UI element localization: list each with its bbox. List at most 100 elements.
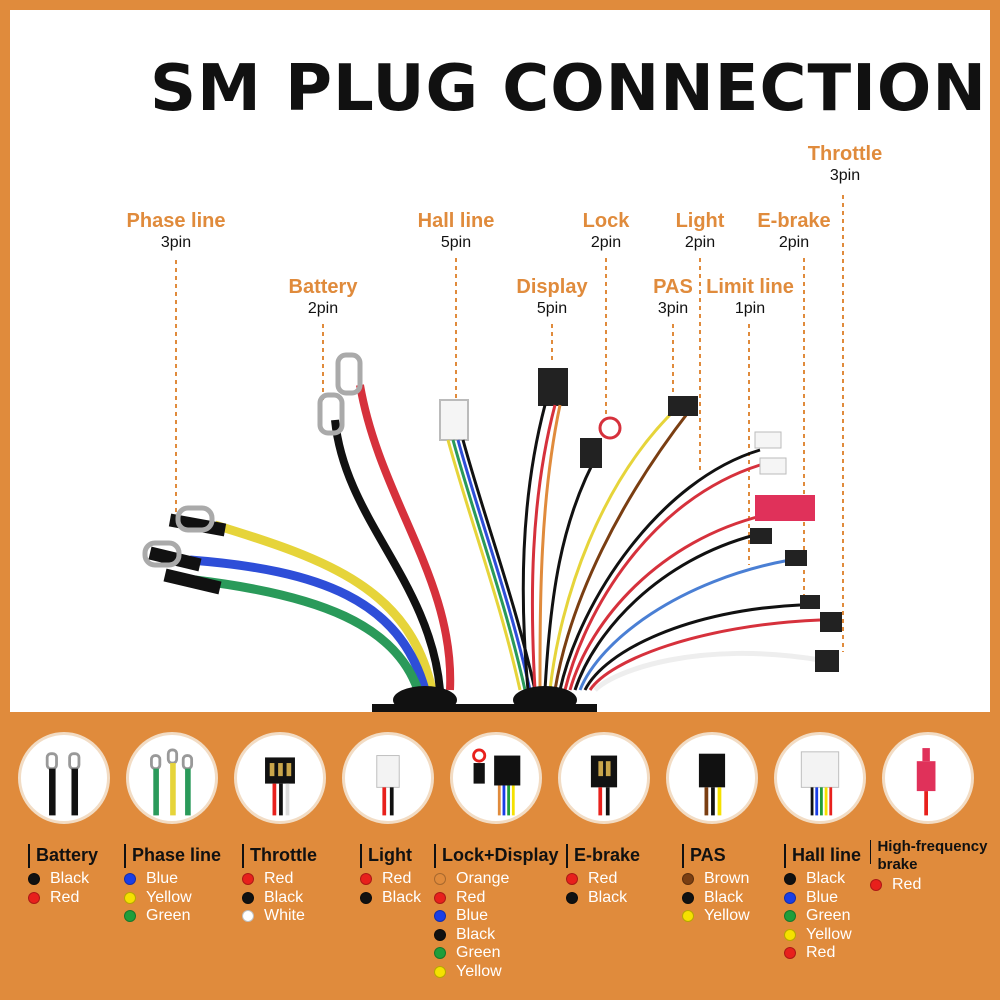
legend-item: Brown xyxy=(682,870,750,889)
legend-item-label: Red xyxy=(806,944,836,962)
legend-item: Red xyxy=(784,944,861,963)
color-dot-icon xyxy=(434,873,446,886)
legend-item-label: Red xyxy=(264,870,294,888)
callout-name: Lock xyxy=(582,210,630,232)
callout-pas: PAS 3pin xyxy=(653,276,693,320)
legend-item: Green xyxy=(784,907,861,926)
legend-item: Green xyxy=(434,944,559,963)
legend-item: Yellow xyxy=(434,963,559,982)
wiring-harness-illustration xyxy=(142,195,844,716)
color-dot-icon xyxy=(566,891,578,904)
legend-label: High-frequency brake xyxy=(877,838,988,873)
legend-label: Light xyxy=(368,845,412,865)
legend-label: Phase line xyxy=(132,845,222,865)
callout-name: E-brake xyxy=(757,210,831,232)
pas-connector-thumb xyxy=(666,732,758,824)
color-dot-icon xyxy=(682,891,694,904)
color-dot-icon xyxy=(242,891,254,904)
color-dot-icon xyxy=(242,910,254,923)
legend-item-label: Black xyxy=(456,925,496,943)
legend-item-label: Red xyxy=(50,888,80,906)
color-dot-icon xyxy=(566,873,578,886)
callout-pins: 2pin xyxy=(307,300,339,317)
legend-label: Battery xyxy=(36,845,99,865)
legend-item-label: Brown xyxy=(704,870,750,888)
color-dot-icon xyxy=(784,891,796,904)
callout-name: PAS xyxy=(653,276,693,298)
color-dot-icon xyxy=(784,947,796,960)
color-dot-icon xyxy=(28,873,40,886)
legend-item-label: Blue xyxy=(456,907,489,925)
legend-item: Yellow xyxy=(682,907,750,926)
callout-throttle: Throttle 3pin xyxy=(808,143,882,187)
legend-group-high-frequency-brake: High-frequency brake Red xyxy=(870,838,990,895)
legend-item-label: Yellow xyxy=(146,888,192,906)
callout-light: Light 2pin xyxy=(676,210,725,254)
color-dot-icon xyxy=(784,910,796,923)
callout-lock: Lock 2pin xyxy=(583,210,630,254)
legend-item: Red xyxy=(28,889,98,908)
color-dot-icon xyxy=(434,910,446,923)
legend-item-label: Red xyxy=(892,876,922,894)
color-dot-icon xyxy=(124,873,136,886)
legend-item-label: Green xyxy=(146,907,191,925)
legend-item-label: Yellow xyxy=(456,962,502,980)
legend-item-label: White xyxy=(264,907,305,925)
callout-pins: 3pin xyxy=(657,300,689,317)
color-dot-icon xyxy=(784,928,796,941)
callout-display: Display 5pin xyxy=(516,276,587,320)
color-dot-icon xyxy=(360,873,372,886)
callout-pins: 3pin xyxy=(829,167,861,184)
legend-item: Yellow xyxy=(124,889,221,908)
color-dot-icon xyxy=(682,910,694,923)
legend-item-label: Orange xyxy=(456,870,510,888)
color-dot-icon xyxy=(242,873,254,886)
color-dot-icon xyxy=(124,891,136,904)
page-title: SM PLUG CONNECTION xyxy=(150,52,987,126)
legend-label: Throttle xyxy=(250,845,317,865)
legend-item: Blue xyxy=(124,870,221,889)
color-dot-icon xyxy=(434,928,446,941)
legend-item-label: Black xyxy=(806,870,846,888)
legend-item-label: Yellow xyxy=(806,925,852,943)
legend-item: Black xyxy=(360,889,421,908)
legend-item-label: Black xyxy=(50,870,90,888)
legend-label: PAS xyxy=(690,845,726,865)
callout-name: Throttle xyxy=(807,143,883,165)
phase-line-connector-thumb xyxy=(126,732,218,824)
light-connector-thumb xyxy=(342,732,434,824)
legend-item-label: Red xyxy=(382,870,412,888)
legend-item: Black xyxy=(566,889,640,908)
color-dot-icon xyxy=(682,873,694,886)
legend-item: Black xyxy=(682,889,750,908)
e-brake-connector-thumb xyxy=(558,732,650,824)
color-dot-icon xyxy=(434,965,446,978)
hall-line-connector-thumb xyxy=(774,732,866,824)
legend-item: Black xyxy=(434,926,559,945)
callout-pins: 2pin xyxy=(590,234,622,251)
legend-item: Yellow xyxy=(784,926,861,945)
color-dot-icon xyxy=(434,891,446,904)
callout-pins: 1pin xyxy=(734,300,766,317)
callout-pins: 2pin xyxy=(778,234,810,251)
legend-item-label: Yellow xyxy=(704,907,750,925)
legend-item: Black xyxy=(242,889,317,908)
high-frequency-brake-connector-thumb xyxy=(882,732,974,824)
callout-name: Battery xyxy=(288,276,358,298)
callout-name: Hall line xyxy=(417,210,495,232)
legend-item: Red xyxy=(870,876,990,895)
callout-name: Light xyxy=(675,210,725,232)
callout-name: Display xyxy=(516,276,588,298)
legend-item-label: Black xyxy=(704,888,744,906)
legend-label: Lock+Display xyxy=(442,845,559,865)
